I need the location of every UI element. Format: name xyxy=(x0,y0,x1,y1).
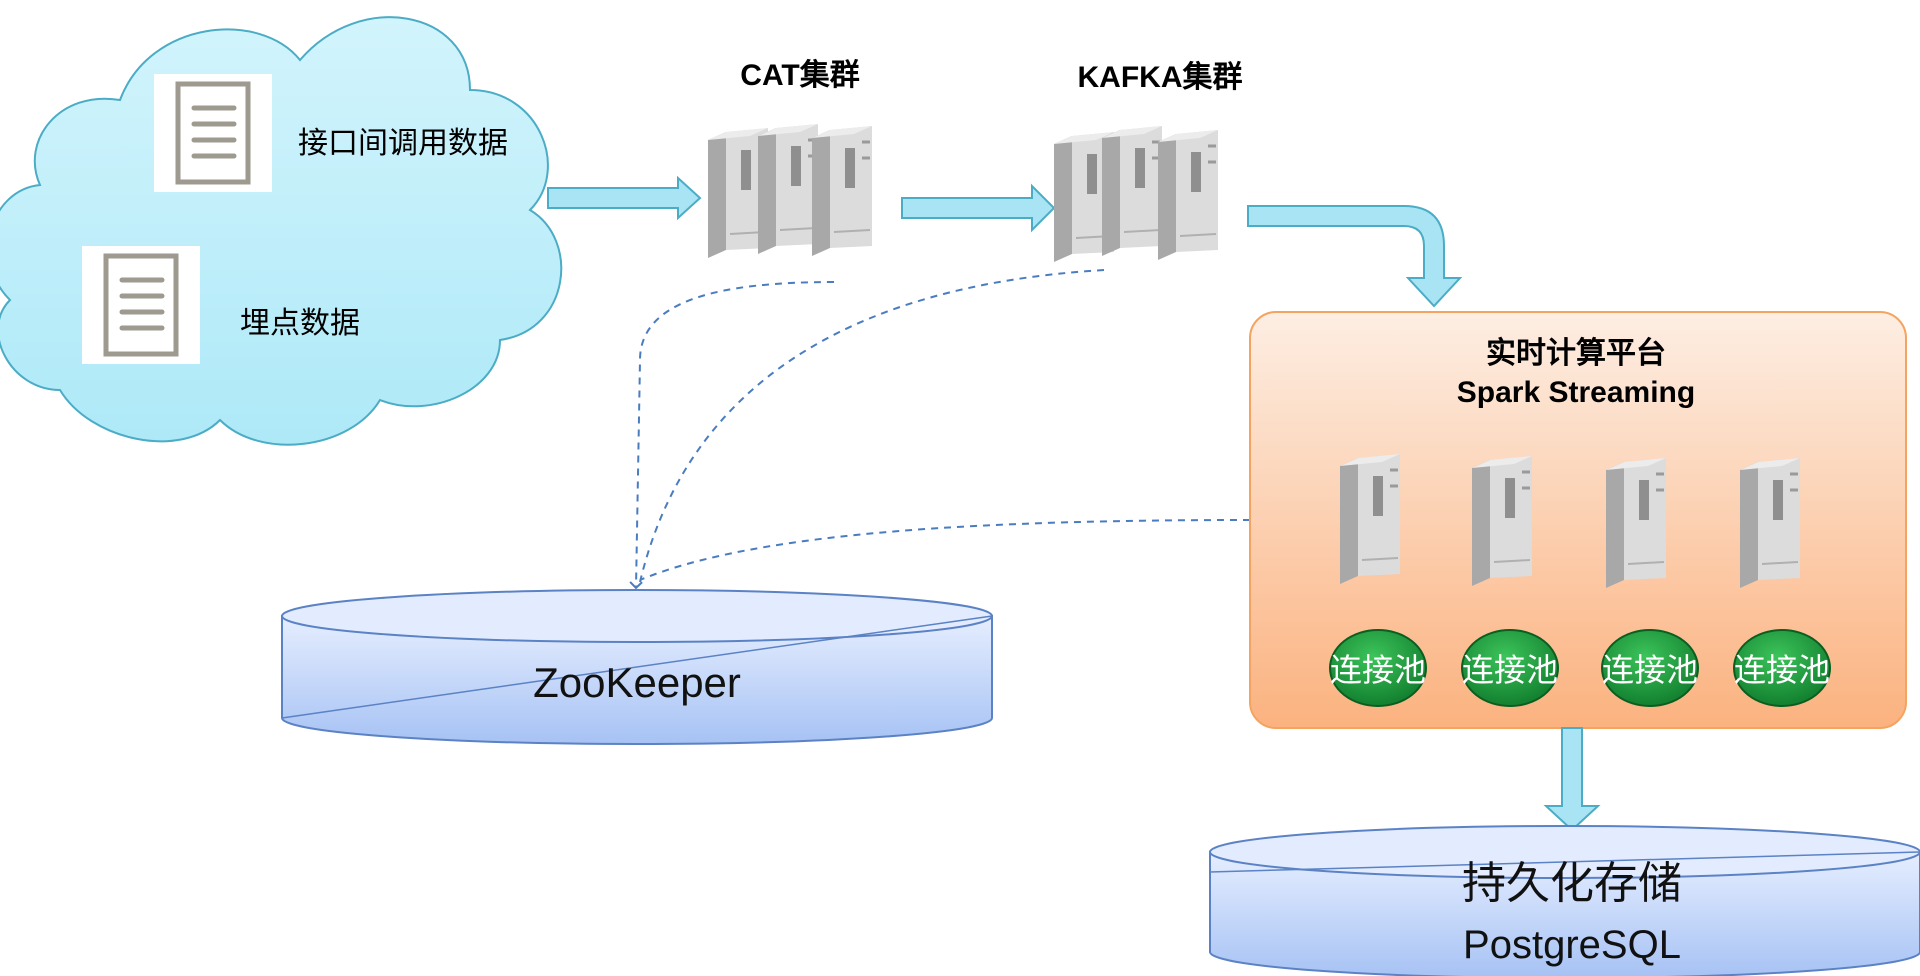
zookeeper-label: ZooKeeper xyxy=(533,659,741,706)
arrow-cloud-to-cat xyxy=(547,175,702,221)
dashed-link-kafka-to-zookeeper xyxy=(639,269,1105,583)
connection-pool-label: 连接池 xyxy=(1734,652,1830,688)
data-source-cloud xyxy=(0,16,563,446)
document-icon xyxy=(154,74,272,192)
server-rack-icon xyxy=(1156,128,1220,262)
dashed-link-cat-to-zookeeper xyxy=(629,281,835,590)
postgresql-database xyxy=(1209,825,1920,976)
server-rack-icon xyxy=(1738,456,1802,590)
connection-pool-4: 连接池 xyxy=(1733,629,1831,707)
dashed-link-platform-to-zookeeper xyxy=(639,519,1251,581)
server-rack-icon xyxy=(1470,454,1534,588)
connection-pool-1: 连接池 xyxy=(1329,629,1427,707)
server-rack-icon xyxy=(756,122,820,256)
source-label-tracking-points: 埋点数据 xyxy=(240,307,360,340)
connection-pool-label: 连接池 xyxy=(1462,652,1558,688)
storage-label: 持久化存储 xyxy=(1462,859,1682,908)
connection-pool-label: 连接池 xyxy=(1330,652,1426,688)
platform-subtitle: Spark Streaming xyxy=(1457,376,1695,409)
arrow-kafka-to-platform xyxy=(1247,205,1463,308)
platform-title: 实时计算平台 xyxy=(1486,336,1666,370)
zookeeper-database xyxy=(281,589,993,745)
arrow-platform-to-storage xyxy=(1543,727,1601,832)
connection-pool-2: 连接池 xyxy=(1461,629,1559,707)
server-rack-icon xyxy=(810,124,874,258)
cat-cluster-title: CAT集群 xyxy=(740,59,859,92)
storage-engine-label: PostgreSQL xyxy=(1463,923,1681,967)
server-rack-icon xyxy=(1604,456,1668,590)
document-icon xyxy=(82,246,200,364)
kafka-cluster-servers xyxy=(1052,124,1220,264)
server-rack-icon xyxy=(1100,124,1164,258)
server-rack-icon xyxy=(1338,452,1402,586)
kafka-cluster-title: KAFKA集群 xyxy=(1078,61,1243,94)
connection-pool-3: 连接池 xyxy=(1601,629,1699,707)
connection-pool-label: 连接池 xyxy=(1602,652,1698,688)
source-label-interface-calls: 接口间调用数据 xyxy=(298,127,508,160)
arrow-cat-to-kafka xyxy=(901,183,1056,233)
cat-cluster-servers xyxy=(706,122,874,260)
